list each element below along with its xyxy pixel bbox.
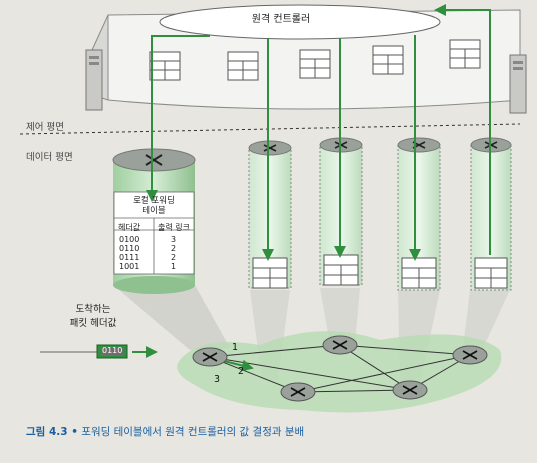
controller-table-1-icon — [149, 51, 181, 81]
table-row-header: 0100 — [119, 235, 140, 244]
table-row-header: 0111 — [119, 253, 140, 262]
local-table-output-col: 출력 링크 — [158, 223, 190, 232]
table-row-output: 3 — [171, 235, 177, 244]
packet-value: 0110 — [102, 346, 123, 355]
router-cylinder-4 — [397, 137, 441, 291]
local-table-title-line2: 테이블 — [142, 206, 166, 216]
local-table-header-col: 헤더값 — [118, 223, 141, 232]
server-tower-left-icon — [85, 49, 103, 111]
network-router-local — [192, 347, 228, 367]
table-row-header: 0110 — [119, 244, 140, 253]
network-router-2 — [322, 335, 358, 355]
network-router-5 — [452, 345, 488, 365]
control-plane-label: 제어 평면 — [26, 122, 64, 133]
control-arrows — [146, 4, 491, 261]
arriving-packet-label: 도착하는 패킷 헤더값 — [58, 303, 128, 331]
data-plane-label: 데이터 평면 — [26, 152, 73, 163]
local-router-cylinder — [112, 148, 196, 294]
port-label-1: 1 — [232, 342, 239, 353]
port-label-2: 2 — [238, 366, 245, 377]
controller-table-5-icon — [449, 39, 481, 69]
router-x-icon — [145, 154, 163, 166]
remote-controller-label: 원격 컨트롤러 — [251, 14, 311, 25]
local-table-title: 로컬 포워딩 테이블 — [116, 196, 192, 216]
local-table-title-line1: 로컬 포워딩 — [133, 196, 175, 206]
table-row-output: 2 — [171, 244, 177, 253]
arriving-label-line2: 패킷 헤더값 — [69, 318, 117, 329]
table-row-output: 2 — [171, 253, 177, 262]
port-label-3: 3 — [214, 374, 221, 385]
server-tower-right-icon — [509, 54, 527, 114]
caption-text: 포워딩 테이블에서 원격 컨트롤러의 값 결정과 분배 — [81, 426, 305, 438]
plane-divider — [19, 123, 521, 135]
table-row-header: 1001 — [119, 262, 140, 271]
caption-prefix: 그림 4.3 • — [26, 426, 78, 438]
controller-table-4-icon — [372, 45, 404, 75]
controller-table-3-icon — [299, 49, 331, 79]
arriving-label-line1: 도착하는 — [75, 304, 111, 315]
table-row-output: 1 — [171, 262, 177, 271]
router-cylinder-2 — [248, 140, 292, 289]
controller-table-2-icon — [227, 51, 259, 81]
network-router-4 — [392, 380, 428, 400]
controller-ellipse — [159, 4, 441, 40]
figure-caption: 그림 4.3 • 포워딩 테이블에서 원격 컨트롤러의 값 결정과 분배 — [26, 424, 304, 439]
network-router-3 — [280, 382, 316, 402]
